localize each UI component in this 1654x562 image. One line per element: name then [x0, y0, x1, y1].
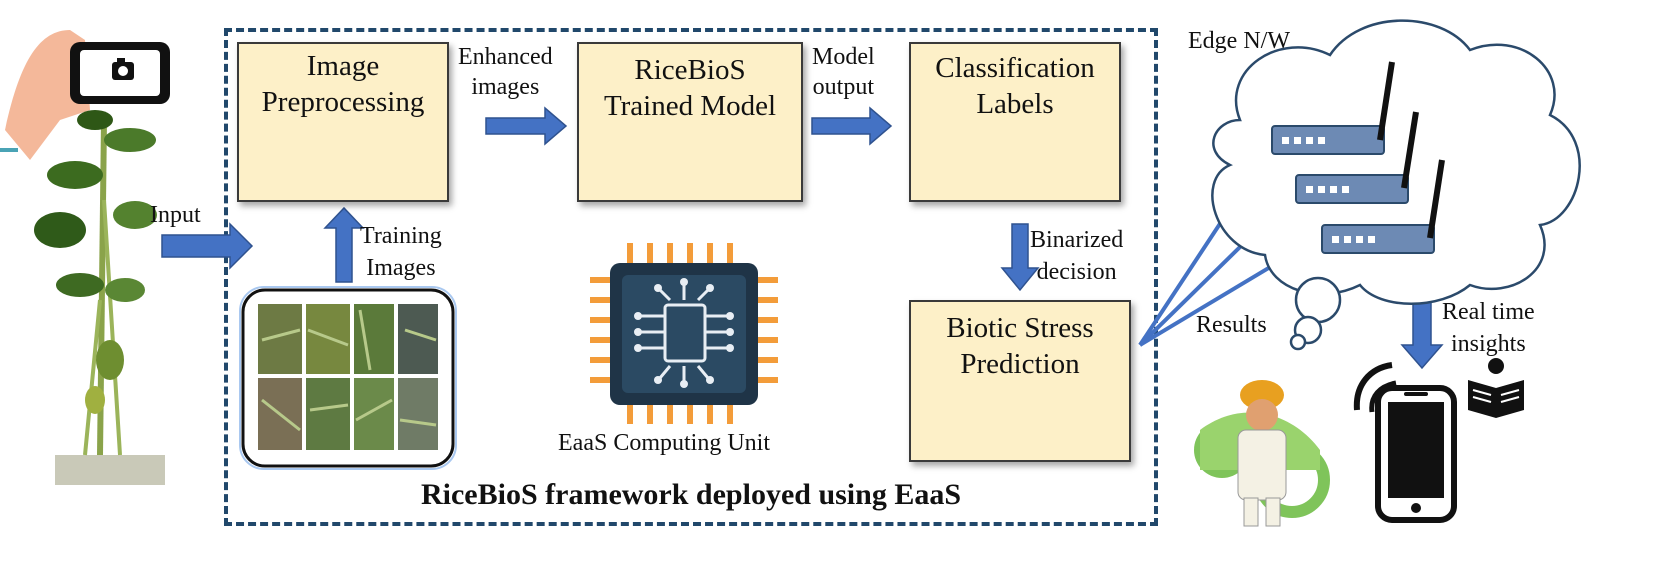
edge-router-icon: [1321, 159, 1445, 254]
edge-router-icon: [1295, 111, 1419, 204]
classification-block: Classification Labels: [909, 42, 1121, 202]
enhanced-images-label: Enhanced images: [458, 44, 553, 100]
real-time-insights-label: Real time insights: [1442, 299, 1535, 357]
binarized-arrow: [1000, 223, 1040, 292]
smartphone-icon: [1353, 362, 1457, 523]
training-arrow: [323, 206, 365, 283]
flow-arrows: [161, 106, 1444, 370]
farmer-icon: [1194, 380, 1330, 527]
chip-icon: [590, 243, 778, 424]
prediction-block: Biotic Stress Prediction: [909, 300, 1131, 462]
model-output-label: Model output: [812, 44, 875, 100]
classification-label: Classification Labels: [935, 52, 1095, 120]
binarized-decision-label: Binarized decision: [1030, 227, 1124, 285]
input-label: Input: [150, 202, 201, 228]
results-label: Results: [1196, 312, 1267, 338]
preprocessing-label: Image Preprocessing: [261, 50, 425, 118]
prediction-label: Biotic Stress Prediction: [946, 312, 1094, 380]
framework-frame: [224, 28, 1158, 526]
training-images-label: Training Images: [360, 223, 442, 281]
model-output-arrow: [811, 106, 893, 146]
diseased-plant-image: [34, 110, 165, 485]
training-images-grid: [239, 286, 457, 470]
edge-cloud-icon: [1211, 19, 1581, 351]
insights-arrow: [1400, 295, 1444, 370]
compute-unit-label: EaaS Computing Unit: [558, 430, 770, 456]
model-label: RiceBioS Trained Model: [603, 54, 777, 122]
news-reader-icon: [1468, 358, 1524, 418]
preprocessing-block: Image Preprocessing: [237, 42, 449, 202]
edge-router-icon: [1271, 61, 1395, 155]
edge-network-label: Edge N/W: [1188, 28, 1290, 54]
framework-title: RiceBioS framework deployed using EaaS: [420, 478, 962, 511]
model-block: RiceBioS Trained Model: [577, 42, 803, 202]
enhanced-arrow: [485, 106, 568, 146]
hand-phone-icon: [0, 30, 170, 160]
input-arrow: [161, 222, 254, 270]
